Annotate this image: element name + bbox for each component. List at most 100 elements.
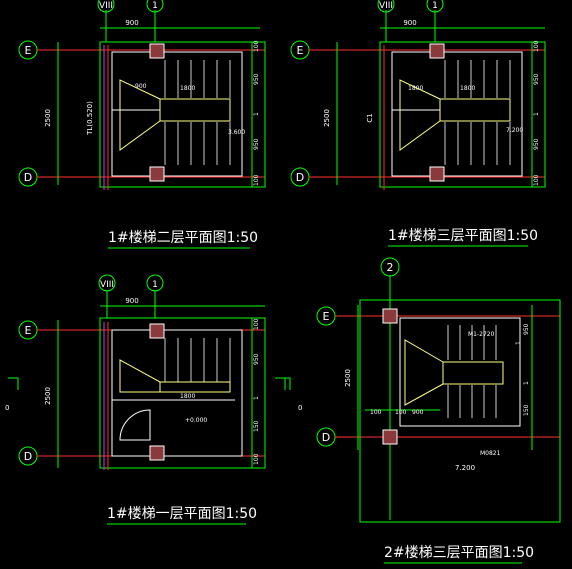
stair-treads-lower	[164, 122, 231, 165]
bottom-dim-0: 100	[370, 409, 382, 416]
axis-bubble-1	[146, 274, 164, 292]
stair-treads-upper	[164, 60, 231, 98]
right-dim-2: 1	[533, 112, 540, 116]
right-dim-1: 950	[533, 73, 540, 85]
plan-frame	[359, 299, 561, 523]
plan-frame	[99, 41, 266, 188]
plan-top-right: VIII 1 900 E D 2500 C1 1800 1800 7.200	[290, 0, 546, 247]
axis-label-d: D	[24, 171, 32, 184]
bottom-dim-1: 100	[395, 409, 407, 416]
level-mark: 7.200	[506, 127, 523, 134]
right-dims: 100 950 1 150 100	[253, 318, 260, 465]
axis-label-d: D	[322, 431, 330, 444]
right-dim-4: 100	[253, 174, 260, 186]
right-dims: 100 950 1 950 100	[533, 40, 540, 186]
axis-label-2: 2	[387, 261, 394, 274]
right-dims: 1 950 1 150	[515, 323, 530, 416]
axis-bubble-1	[146, 0, 164, 13]
section-mark	[280, 377, 291, 390]
axis-label-1: 1	[432, 1, 438, 11]
right-dim-3: 950	[533, 138, 540, 150]
stair-treads	[164, 338, 231, 382]
plan-title: 1#楼梯二层平面图1:50	[108, 230, 258, 246]
door-bottom-label: M0821	[480, 450, 501, 457]
stair-treads-upper	[444, 60, 511, 98]
right-dim-3: 150	[523, 404, 530, 416]
tread-label-b: 1800	[180, 85, 195, 92]
dim-left-text: 2500	[344, 369, 352, 387]
right-dim-3: 150	[253, 420, 260, 432]
stair-treads-upper	[447, 325, 497, 360]
right-dim-1: 950	[523, 323, 530, 335]
axis-bubble-viii	[97, 0, 115, 13]
landing-winder	[119, 79, 161, 151]
plan-title: 2#楼梯三层平面图1:50	[384, 545, 534, 561]
column-bottom	[149, 445, 165, 461]
axis-label-e: E	[25, 44, 32, 57]
landing-winder	[404, 339, 444, 406]
right-dims: 100 950 1 950 100	[253, 40, 260, 186]
axis-bubble-viii	[98, 274, 116, 292]
column-top	[382, 308, 398, 324]
right-dim-3: 950	[253, 138, 260, 150]
axis-bubble-2	[380, 257, 400, 277]
tread-label-a: 900	[135, 83, 147, 90]
right-dim-0: 100	[253, 40, 260, 52]
tread-label: 1800	[180, 393, 195, 400]
right-dim-0: 1	[515, 341, 522, 345]
section-mark-right	[275, 377, 286, 390]
level-mark: 7.200	[455, 464, 475, 472]
column-bottom	[429, 166, 445, 182]
axis-label-1: 1	[152, 1, 158, 11]
door-top-label: M1-2720	[468, 331, 495, 338]
axis-label-viii: VIII	[100, 280, 114, 290]
column-bottom	[382, 429, 398, 445]
axis-label-d: D	[24, 450, 32, 463]
column-bottom	[149, 166, 165, 182]
plan-bottom-left: VIII 1 900 E D 2500 1800 +0.000 100 950	[5, 274, 286, 525]
right-dim-4: 100	[533, 174, 540, 186]
right-dim-4: 100	[253, 453, 260, 465]
stair-treads-lower	[444, 122, 511, 165]
stair-treads-lower	[447, 385, 497, 418]
wall-outline	[111, 329, 243, 457]
axis-label-1: 1	[152, 280, 158, 290]
right-dim-2: 1	[523, 381, 530, 385]
level-mark: 3.600	[228, 129, 245, 136]
bottom-dim-2: 900	[412, 409, 424, 416]
handrail	[439, 98, 511, 122]
right-dim-1: 950	[253, 73, 260, 85]
column-top	[149, 43, 165, 59]
right-dim-2: 1	[253, 396, 260, 400]
right-dim-0: 100	[253, 318, 260, 330]
section-mark	[8, 377, 19, 390]
side-mark: 0	[5, 404, 9, 412]
plan-bottom-right: 2 E D 2500 M1-2720 M0821 7.200 100 100 9…	[280, 257, 561, 564]
dim-left-text: 2500	[323, 109, 331, 127]
landing-winder	[399, 79, 441, 151]
plan-title: 1#楼梯一层平面图1:50	[107, 506, 257, 522]
handrail	[159, 98, 231, 122]
dim-left-inner-text: C1	[366, 113, 374, 122]
level-mark: +0.000	[185, 417, 207, 424]
axis-label-viii: VIII	[99, 1, 113, 11]
dim-left-inner-text: TL(0.520)	[86, 101, 94, 136]
plan-frame	[379, 41, 546, 188]
dim-left-text: 2500	[44, 109, 52, 127]
axis-bubble-1	[426, 0, 444, 13]
landing-winder	[119, 359, 161, 393]
wall-outline	[391, 51, 523, 177]
tread-label-b: 1800	[460, 85, 475, 92]
column-top	[429, 43, 445, 59]
plan-frame	[99, 317, 266, 469]
handrail	[159, 381, 231, 393]
axis-label-d: D	[296, 171, 304, 184]
side-mark: 0	[298, 404, 302, 412]
wall-outline	[111, 51, 243, 177]
dim-top-text: 900	[403, 19, 416, 27]
handrail	[442, 361, 504, 385]
dim-top-text: 900	[125, 297, 138, 305]
axis-label-e: E	[323, 310, 330, 323]
